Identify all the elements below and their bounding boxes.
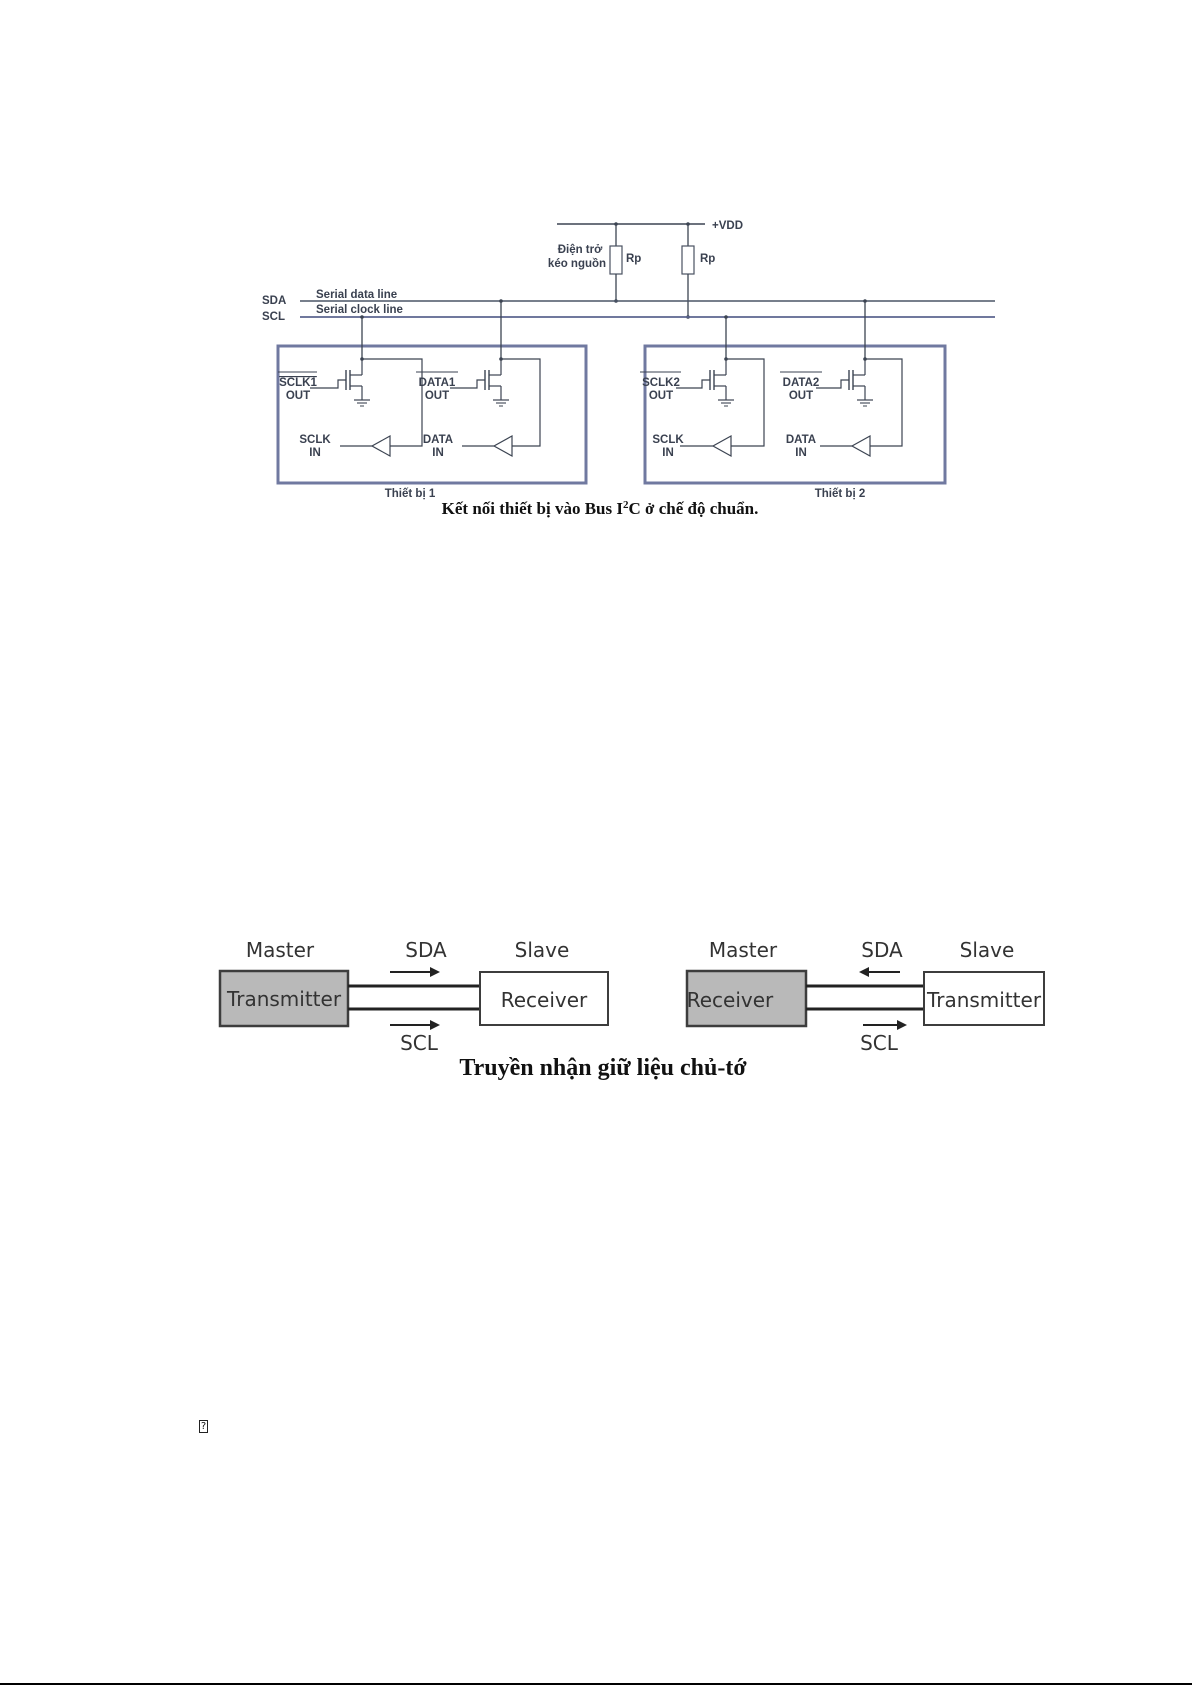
device-2: SCLK2 OUT SCLK IN DATA2 OUT DATA: [640, 299, 947, 500]
resistor-label-1: Rp: [626, 253, 641, 265]
device-2-clock-in-name: SCLK: [652, 434, 684, 446]
scl-description: Serial clock line: [316, 304, 403, 316]
left-slave-box: [479, 971, 609, 1026]
device-1-label: Thiết bị 1: [385, 488, 436, 500]
figure2-caption: Truyền nhận giữ liệu chủ-tớ: [459, 1055, 747, 1081]
scl-label: SCL: [262, 311, 285, 323]
left-slave-box-label: Receiver: [501, 988, 588, 1012]
sda-label: SDA: [262, 295, 286, 307]
right-master-role: Master: [709, 938, 778, 962]
device-2-data-out-name: DATA2: [783, 377, 820, 389]
right-sda-arrow-left-icon: [859, 967, 869, 977]
device-2-box: [643, 344, 947, 485]
vdd-label: +VDD: [712, 220, 743, 232]
device-2-clock-in-type: IN: [662, 447, 674, 459]
right-master-box: [685, 969, 808, 1028]
device-1-clock-out-type: OUT: [286, 390, 310, 402]
device-1-clock-in-name: SCLK: [299, 434, 331, 446]
device-1-clock-in-type: IN: [309, 447, 321, 459]
device-2-data-in-type: IN: [795, 447, 807, 459]
device-2-data-out-type: OUT: [789, 390, 813, 402]
right-slave-box-label: Transmitter: [926, 988, 1042, 1012]
left-master-role: Master: [246, 938, 315, 962]
pullup-resistor-2: [681, 245, 695, 275]
left-master-box: [218, 969, 350, 1028]
right-slave-role: Slave: [960, 938, 1015, 962]
pullup-resistor-1: [609, 245, 623, 275]
pullup-label-line2: kéo nguồn: [548, 258, 606, 270]
device-1: SCLK1 OUT SCLK IN DATA1 OUT DA: [276, 299, 588, 500]
right-sda-label: SDA: [861, 938, 903, 962]
i2c-bus-diagram: +VDD Rp Rp Điện trở kéo nguồn SDA SCL Se…: [250, 200, 1000, 520]
device-1-data-in-name: DATA: [423, 434, 453, 446]
device-1-data-out-type: OUT: [425, 390, 449, 402]
device-1-data-in-type: IN: [432, 447, 444, 459]
right-scl-label: SCL: [860, 1031, 899, 1055]
device-1-data-out-name: DATA1: [419, 377, 456, 389]
left-scl-label: SCL: [400, 1031, 439, 1055]
pullup-label-line1: Điện trở: [558, 244, 603, 256]
figure1-caption: Kết nối thiết bị vào Bus I2C ở chế độ ch…: [442, 499, 759, 518]
device-2-data-in-name: DATA: [786, 434, 816, 446]
left-pair: Master Transmitter SDA SCL Slave Receive…: [218, 938, 609, 1055]
sda-description: Serial data line: [316, 289, 397, 301]
i2c-bus-svg: +VDD Rp Rp Điện trở kéo nguồn SDA SCL Se…: [262, 220, 995, 518]
device-2-clock-out-name: SCLK2: [642, 377, 680, 389]
left-sda-arrow-right-icon: [430, 967, 440, 977]
resistor-label-2: Rp: [700, 253, 715, 265]
right-master-box-label: Receiver: [687, 988, 774, 1012]
device-1-clock-out-name: SCLK1: [279, 377, 317, 389]
right-slave-box: [923, 971, 1045, 1026]
right-scl-arrow-right-icon: [897, 1020, 907, 1030]
master-slave-svg: Master Transmitter SDA SCL Slave Receive…: [218, 938, 1045, 1081]
left-master-box-label: Transmitter: [226, 987, 342, 1011]
device-2-label: Thiết bị 2: [815, 488, 865, 500]
master-slave-diagram: Master Transmitter SDA SCL Slave Receive…: [190, 920, 1070, 1120]
left-sda-label: SDA: [405, 938, 447, 962]
left-scl-arrow-right-icon: [430, 1020, 440, 1030]
device-2-clock-out-type: OUT: [649, 390, 673, 402]
left-slave-role: Slave: [515, 938, 570, 962]
right-pair: Master Receiver SDA SCL Slave Transmitte…: [685, 938, 1045, 1055]
missing-glyph-icon: ?: [199, 1420, 208, 1433]
device-1-box: [276, 344, 588, 485]
page-bottom-rule: [0, 1683, 1192, 1685]
